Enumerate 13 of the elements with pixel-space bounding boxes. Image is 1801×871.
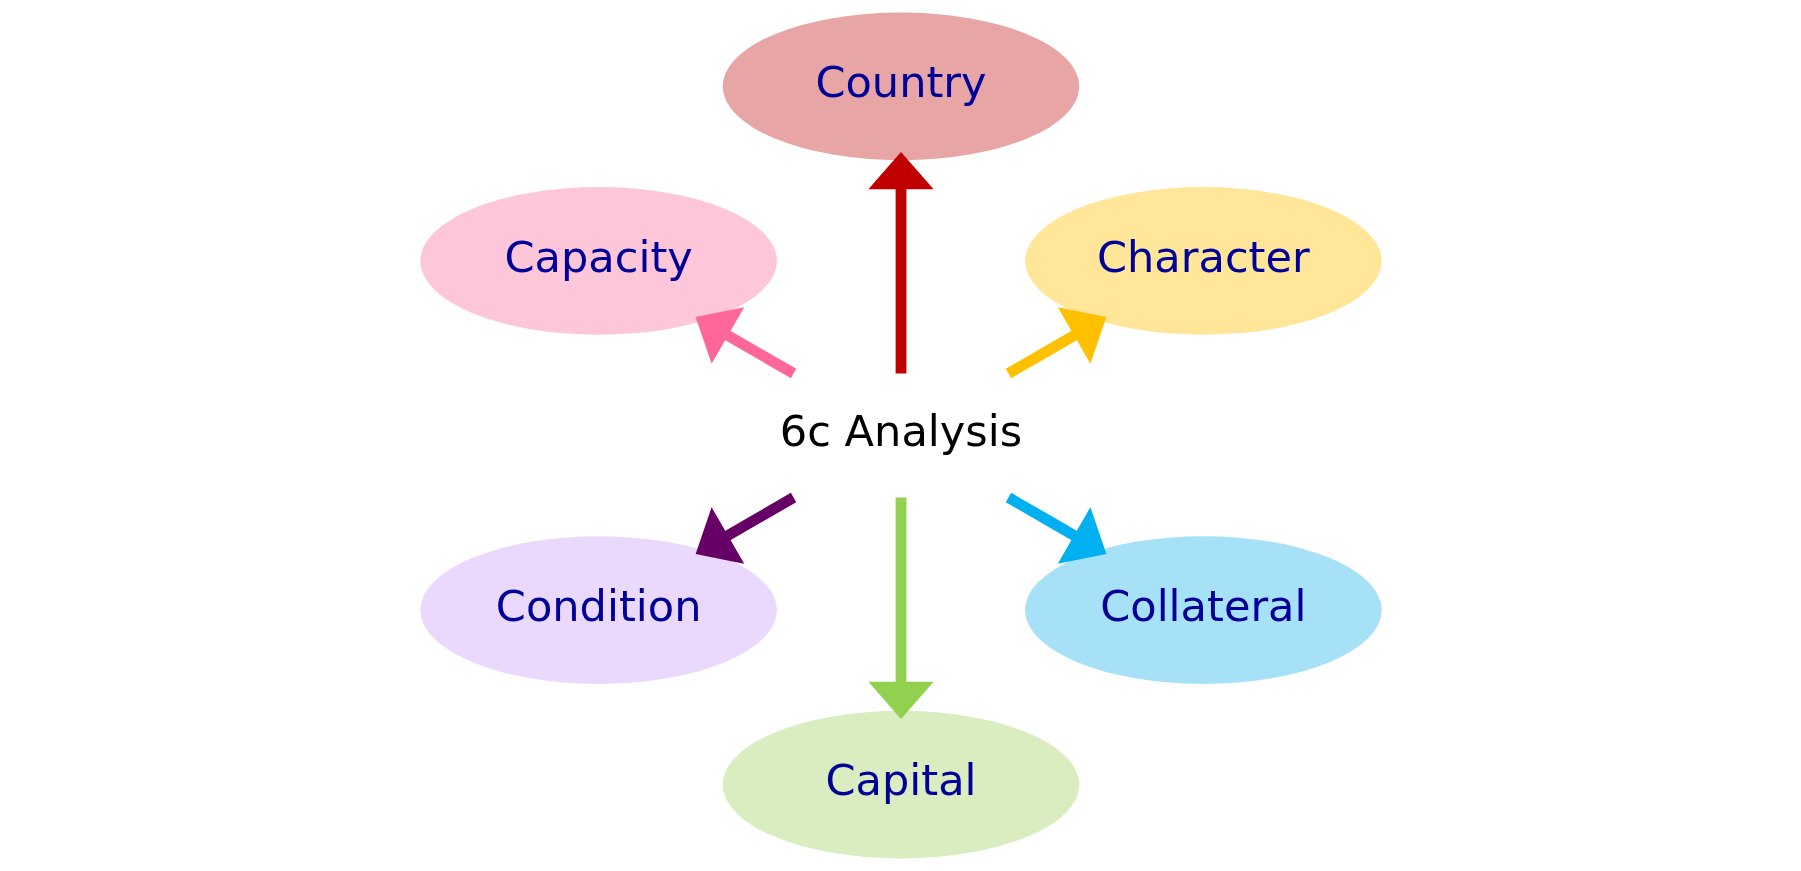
arrow: [1005, 492, 1106, 564]
node-ellipse: Collateral: [1024, 536, 1382, 684]
arrow: [1005, 307, 1106, 379]
node-ellipse: Country: [722, 12, 1079, 161]
node-ellipse: Character: [1024, 187, 1382, 335]
arrow: [695, 307, 796, 379]
arrow: [867, 152, 934, 374]
arrow: [695, 492, 796, 564]
arrow: [867, 497, 934, 719]
node-ellipse: Capital: [722, 710, 1079, 859]
node-ellipse: Capacity: [419, 187, 777, 335]
node-ellipse: Condition: [419, 536, 777, 684]
node-text: 6c Analysis: [779, 406, 1022, 457]
